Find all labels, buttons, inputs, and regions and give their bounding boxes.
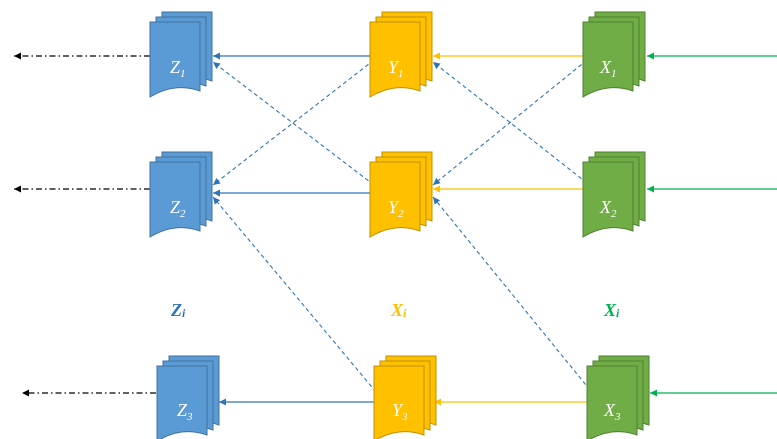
node-x3 [586,355,650,439]
input-arrows [647,52,777,397]
label-z2: Z2 [170,197,186,220]
cross-arrows [212,59,591,393]
column-label-x: Xi [603,300,620,320]
arrow-y1-z2 [212,59,375,186]
column-label-y: Xi [390,300,407,320]
label-z1: Z1 [170,57,186,80]
label-y1: Y1 [388,57,404,80]
arrow-x1-y2 [432,59,588,186]
x-to-y-arrows [433,52,590,406]
arrow-x2-y1 [432,61,588,184]
y-to-z-arrows [213,52,376,406]
node-y1 [369,11,433,98]
node-y2 [369,151,433,238]
arrow-y3-z2 [212,196,377,393]
label-x2: X2 [599,197,617,220]
node-z3 [156,355,220,439]
label-z3: Z3 [177,400,193,423]
node-z2 [149,151,213,238]
node-x1 [582,11,646,98]
column-label-z: Zi [170,300,186,320]
node-x2 [582,151,646,238]
node-y3 [373,355,437,439]
arrow-x3-y2 [432,196,591,391]
label-y2: Y2 [388,197,404,220]
output-arrows [14,52,156,397]
arrow-y2-z1 [212,61,375,186]
label-x1: X1 [599,57,617,80]
label-y3: Y3 [392,400,408,423]
node-z1 [149,11,213,98]
label-x3: X3 [603,400,621,423]
